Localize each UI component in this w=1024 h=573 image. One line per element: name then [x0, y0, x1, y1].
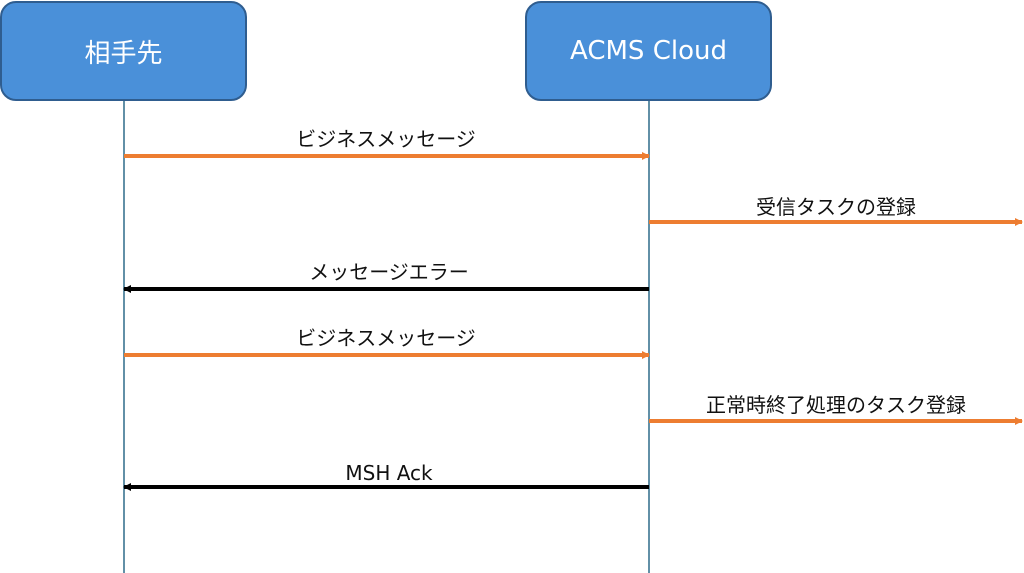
participant-acms-cloud: ACMS Cloud	[525, 1, 772, 101]
message-label-1: ビジネスメッセージ	[296, 127, 476, 151]
participant-acms-cloud-label: ACMS Cloud	[570, 36, 727, 66]
participant-partner-label: 相手先	[84, 38, 163, 69]
message-label-5: 正常時終了処理のタスク登録	[706, 393, 966, 417]
message-label-4: ビジネスメッセージ	[296, 326, 476, 350]
message-label-2: 受信タスクの登録	[756, 195, 916, 219]
participant-partner: 相手先	[0, 1, 247, 101]
message-label-6: MSH Ack	[345, 461, 433, 485]
message-label-3: メッセージエラー	[309, 260, 469, 284]
